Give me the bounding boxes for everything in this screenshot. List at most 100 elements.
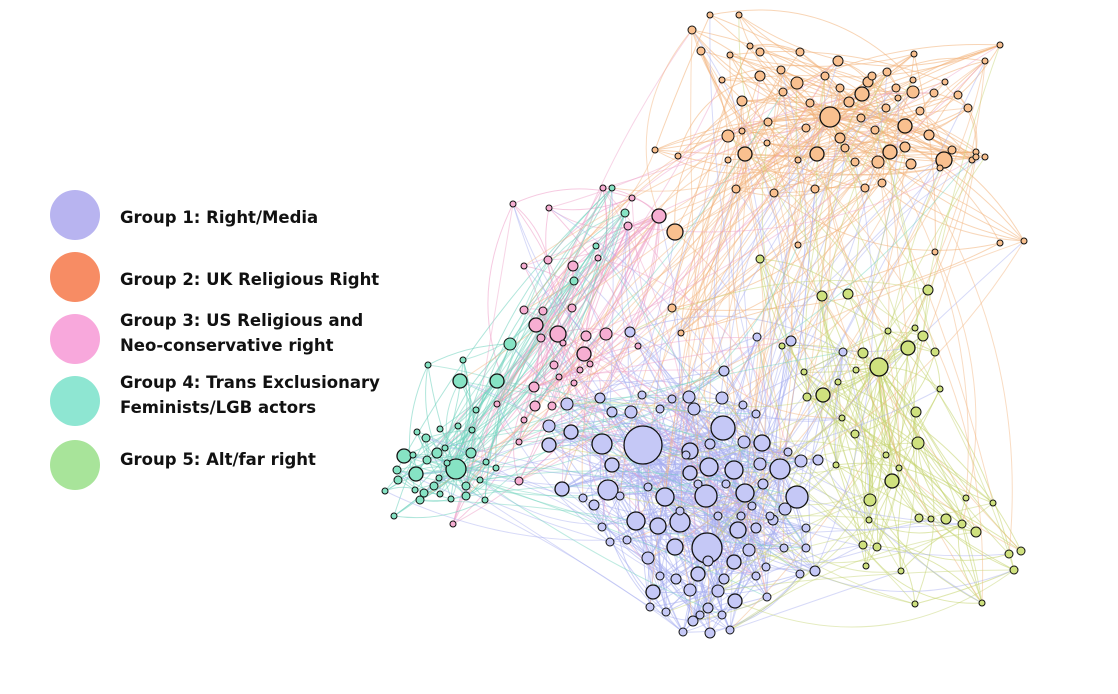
network-edge-group-1 [495,467,609,494]
network-node-group-2 [996,41,1004,49]
network-edge-group-2 [707,75,826,562]
network-edge-group-4 [396,463,761,497]
network-node-group-2 [735,11,743,19]
network-node-group-1 [727,593,743,609]
network-edge-group-2 [738,14,866,189]
network-node-group-2 [794,241,802,249]
network-node-group-4 [436,490,444,498]
network-node-group-5 [884,473,900,489]
network-edge-group-3 [572,225,629,267]
network-edge-group-5 [759,258,878,548]
network-node-group-1 [801,523,811,533]
network-edge-group-5 [806,369,857,398]
network-node-group-2 [763,139,771,147]
network-edge-group-2 [957,94,977,153]
network-node-group-5 [914,513,924,523]
network-node-group-5 [970,526,982,538]
network-edge-group-2 [885,60,986,109]
network-node-group-1 [678,627,688,637]
network-edge-group-4 [455,187,613,470]
network-node-group-5 [802,392,812,402]
network-edge-group-5 [835,156,986,466]
network-node-group-5 [815,387,831,403]
network-node-group-2 [963,103,973,113]
network-node-group-2 [674,152,682,160]
network-node-group-4 [447,495,455,503]
legend-label-group-3: Group 3: US Religious and Neo-conservati… [120,311,364,355]
network-node-group-2 [840,143,850,153]
network-node-group-1 [704,627,716,639]
network-node-group-1 [713,511,723,521]
network-node-group-1 [683,583,697,597]
network-edge-group-2 [680,332,843,419]
network-edge-group-2 [496,107,969,405]
network-edge-group-1 [582,497,667,613]
network-node-group-5 [936,385,944,393]
network-edge-group-1 [649,575,757,608]
network-edge-group-5 [927,156,977,291]
network-edge-group-2 [654,14,711,151]
network-edge-group-4 [495,280,575,469]
network-node-group-2 [860,183,870,193]
network-edge-group-2 [729,54,841,89]
network-edge-group-4 [384,454,414,492]
network-node-group-2 [843,96,855,108]
network-node-group-2 [929,88,939,98]
network-edge-group-5 [706,417,843,549]
network-edge-group-5 [961,523,983,604]
network-edge-group-5 [815,75,843,419]
network-node-group-5 [834,378,842,386]
network-edge-group-5 [853,327,916,546]
network-edge-group-2 [674,135,729,233]
network-edge-group-1 [740,515,767,568]
network-node-group-3 [520,416,528,424]
network-edge-group-3 [542,215,660,312]
network-edge-group-1 [665,351,844,613]
network-node-group-1 [702,602,714,614]
network-edge-group-2 [671,153,746,309]
network-node-group-2 [706,11,714,19]
network-node-group-4 [424,361,432,369]
network-node-group-1 [726,554,742,570]
legend-swatch-group-1 [50,190,100,240]
network-node-group-5 [872,542,882,552]
network-edge-group-1 [573,380,724,429]
network-edge-group-4 [484,280,575,501]
network-edge-group-2 [619,87,841,497]
network-node-group-2 [981,57,989,65]
network-node-group-1 [597,479,619,501]
network-edge-group-1 [548,207,807,549]
network-node-group-5 [832,461,840,469]
network-edge-group-3 [523,87,897,267]
network-edge-group-5 [819,71,902,572]
network-edge-group-2 [691,29,831,118]
network-node-group-1 [718,573,730,585]
network-node-group-2 [915,106,925,116]
network-node-group-3 [549,360,559,370]
network-edge-group-2 [839,44,1001,139]
network-node-group-1 [615,491,625,501]
network-edge-group-1 [611,388,941,466]
network-node-group-2 [805,98,815,108]
network-edge-group-2 [680,251,936,334]
network-node-group-5 [1004,549,1014,559]
network-node-group-1 [626,511,646,531]
network-edge-group-2 [773,192,1001,251]
network-edge-group-5 [898,347,909,469]
network-node-group-1 [693,479,703,489]
network-edge-group-5 [826,79,914,521]
network-edge-group-3 [557,79,723,335]
network-edge-group-1 [629,331,816,572]
network-node-group-3 [519,305,529,315]
network-node-group-2 [953,90,963,100]
network-edge-group-2 [729,54,799,246]
network-node-group-2 [724,156,732,164]
network-edge-group-1 [744,492,932,531]
network-node-group-1 [838,347,848,357]
network-edge-group-4 [479,479,584,499]
network-node-group-1 [750,522,762,534]
network-edge-group-2 [762,153,818,568]
network-edge-group-2 [885,107,909,349]
network-edge-group-2 [737,102,831,531]
network-edge-group-1 [611,411,654,608]
